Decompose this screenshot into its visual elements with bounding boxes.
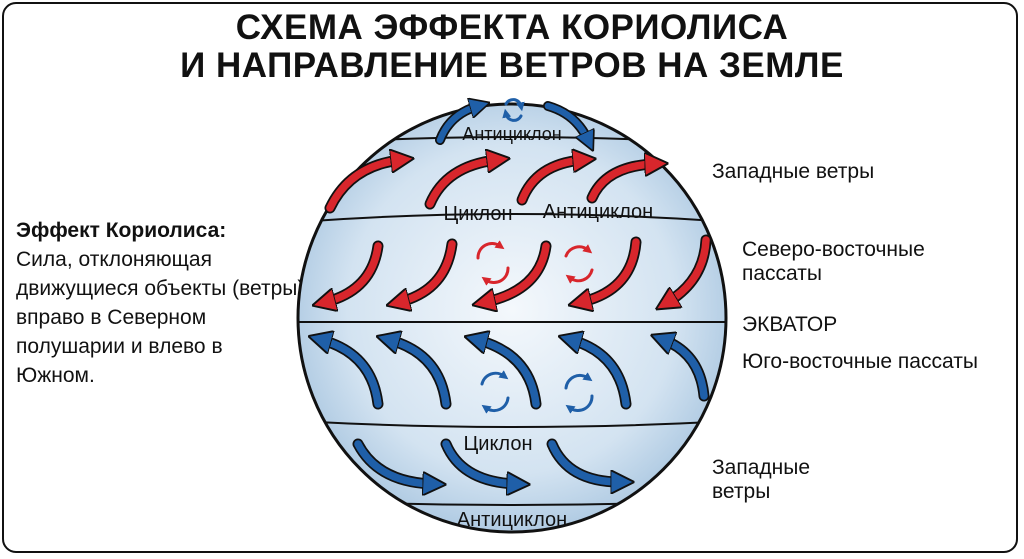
wind-arrow xyxy=(352,438,432,484)
polar-arrows-north xyxy=(435,101,588,145)
wind-arrow xyxy=(664,340,710,402)
label-cyclone-south: Циклон xyxy=(463,433,532,455)
label-ne-trades: Северо-восточные пассаты xyxy=(742,238,925,285)
title-line-1: СХЕМА ЭФФЕКТА КОРИОЛИСА xyxy=(235,8,789,47)
anticyclone-symbol-south xyxy=(564,372,594,414)
anticyclone-symbol-north xyxy=(564,244,594,284)
label-anticyclone-top: Антициклон xyxy=(462,124,561,144)
wind-arrow xyxy=(424,160,496,210)
coriolis-heading: Эффект Кориолиса: xyxy=(16,219,227,242)
wind-arrow xyxy=(516,160,582,206)
wind-arrow xyxy=(478,340,542,410)
wind-arrow xyxy=(326,240,384,302)
diagram-frame xyxy=(2,2,1018,553)
wind-arrow xyxy=(586,164,654,204)
globe-outline xyxy=(296,102,728,534)
label-cyclone-north: Циклон xyxy=(443,203,512,225)
label-westerlies-south: Западные ветры xyxy=(712,456,811,503)
wind-arrow xyxy=(546,438,620,482)
title-line-2: И НАПРАВЛЕНИЕ ВЕТРОВ НА ЗЕМЛЕ xyxy=(180,46,844,85)
wind-arrow xyxy=(390,340,452,410)
wind-arrow xyxy=(543,101,588,140)
wind-arrow xyxy=(668,234,712,302)
wind-arrow xyxy=(440,438,516,484)
se-trades-arrows xyxy=(322,340,710,410)
coriolis-description: Эффект Кориолиса: Сила, отклоняющая движ… xyxy=(16,216,306,390)
label-anticyclone-north: Антициклон xyxy=(543,201,653,223)
wind-arrow xyxy=(400,238,458,302)
wind-arrow xyxy=(324,160,400,214)
ne-trades-arrows xyxy=(326,234,712,302)
wind-arrow xyxy=(486,240,552,302)
label-anticyclone-bottom: Антициклон xyxy=(457,509,567,531)
westerlies-south-arrows xyxy=(352,438,620,484)
label-equator: ЭКВАТОР xyxy=(742,313,838,336)
cyclone-symbol-north xyxy=(476,240,510,286)
circulation-symbols xyxy=(476,98,594,414)
wind-arrow xyxy=(582,236,642,302)
wind-arrow xyxy=(322,340,384,410)
westerlies-north-arrows xyxy=(324,160,654,214)
coriolis-body: Сила, отклоняющая движущиеся объекты (ве… xyxy=(16,248,305,387)
label-westerlies-north: Западные ветры xyxy=(712,160,875,183)
label-se-trades: Юго-восточные пассаты xyxy=(742,350,978,373)
cyclone-symbol-south xyxy=(480,370,510,414)
anticyclone-symbol-top xyxy=(502,98,525,122)
wind-arrow xyxy=(435,106,478,145)
wind-arrow xyxy=(572,340,632,410)
